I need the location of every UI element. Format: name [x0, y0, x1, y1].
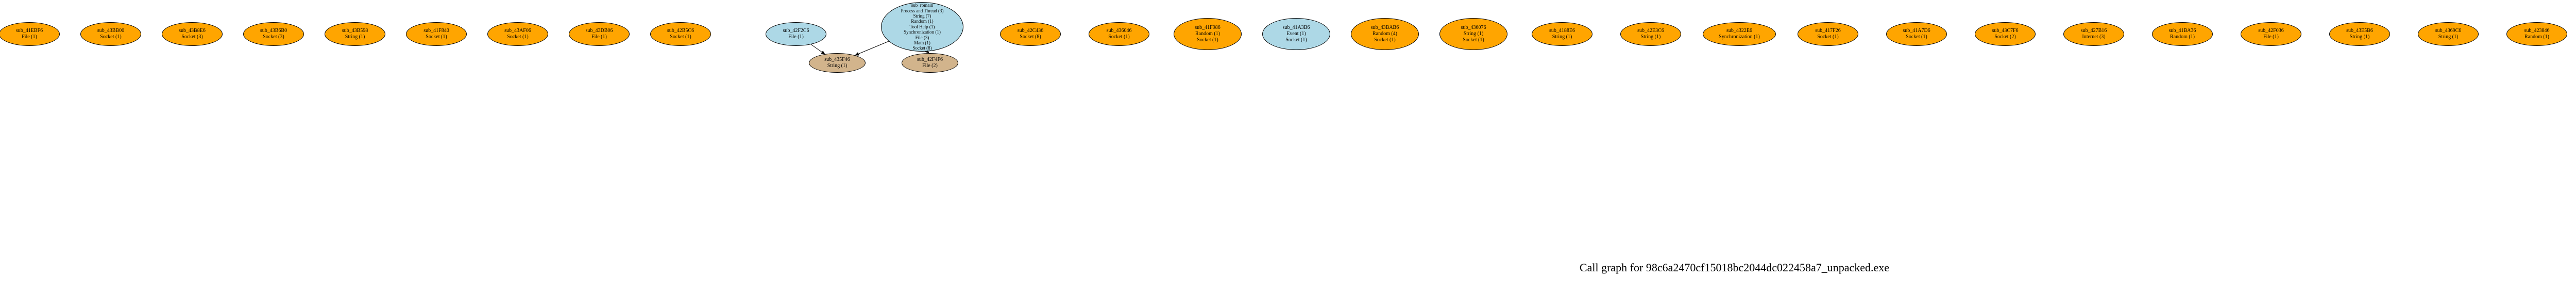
node-label: sub_42F2C6 File (1): [783, 28, 809, 40]
node-sub_427B16: sub_427B16 Internet (3): [2063, 22, 2124, 46]
node-label: sub_42C436 Socket (8): [1017, 28, 1044, 40]
node-label: sub_42F036 File (1): [2258, 28, 2284, 40]
node-label: sub_41A3B6 Event (1) Socket (1): [1282, 25, 1310, 43]
node-sub_41A3B6: sub_41A3B6 Event (1) Socket (1): [1262, 18, 1330, 50]
node-sub_41EBF6: sub_41EBF6 File (1): [0, 22, 60, 46]
node-sub_43BB00: sub_43BB00 Socket (1): [80, 22, 141, 46]
node-sub_43BAB6: sub_43BAB6 Random (4) Socket (1): [1351, 18, 1419, 50]
node-label: sub_435F46 String (1): [824, 57, 850, 69]
node-sub_43DB06: sub_43DB06 File (1): [569, 22, 630, 46]
node-label: sub_43B6B0 Socket (3): [260, 28, 287, 40]
node-sub_41BA36: sub_41BA36 Random (1): [2152, 22, 2213, 46]
node-sub_423846: sub_423846 Random (1): [2506, 22, 2567, 46]
node-sub_417F26: sub_417F26 Socket (1): [1798, 22, 1858, 46]
node-label: sub_42F4F6 File (2): [917, 57, 943, 69]
node-sub_43B598: sub_43B598 String (1): [325, 22, 385, 46]
node-label: sub_41BA36 Random (1): [2168, 28, 2196, 40]
node-sub_42E3C6: sub_42E3C6 String (1): [1620, 22, 1681, 46]
node-sub_42C436: sub_42C436 Socket (8): [1000, 22, 1061, 46]
node-sub_43B6B0: sub_43B6B0 Socket (3): [243, 22, 304, 46]
node-label: sub_417F26 Socket (1): [1815, 28, 1841, 40]
node-sub_43E5B6: sub_43E5B6 String (1): [2329, 22, 2390, 46]
node-label: sub_43E5B6 String (1): [2346, 28, 2373, 40]
node-label: sub_4369C6 String (1): [2435, 28, 2462, 40]
node-sub_435F46: sub_435F46 String (1): [809, 53, 866, 73]
node-label: sub_42E3C6 String (1): [1637, 28, 1664, 40]
node-label: sub_41A7D6 Socket (1): [1903, 28, 1930, 40]
node-sub_436076: sub_436076 String (1) Socket (1): [1439, 18, 1507, 50]
node-label: sub_436076 String (1) Socket (1): [1461, 25, 1486, 43]
node-label: sub_436046 Socket (1): [1106, 28, 1132, 40]
node-sub_43B8E6: sub_43B8E6 Socket (3): [162, 22, 223, 46]
node-label: sub_43BAB6 Random (4) Socket (1): [1370, 25, 1399, 43]
node-sub_4322E6: sub_4322E6 Synchronization (1): [1703, 22, 1776, 46]
node-sub_41A7D6: sub_41A7D6 Socket (1): [1886, 22, 1947, 46]
node-label: sub_41EBF6 File (1): [15, 28, 43, 40]
edge-42F2C6-435F46: [810, 44, 825, 55]
node-sub_42F2C6: sub_42F2C6 File (1): [766, 22, 826, 46]
graph-title: Call graph for 98c6a2470cf15018bc2044dc0…: [1579, 261, 1890, 274]
node-sub_42B5C6: sub_42B5C6 Socket (1): [650, 22, 711, 46]
node-sub_43AF06: sub_43AF06 Socket (1): [487, 22, 548, 46]
node-label: sub_4188E6 String (1): [1549, 28, 1575, 40]
node-label: sub_42B5C6 Socket (1): [667, 28, 694, 40]
node-label: sub_41F986 Random (1) Socket (1): [1195, 25, 1221, 43]
node-sub_42F036: sub_42F036 File (1): [2241, 22, 2301, 46]
node-sub_4188E6: sub_4188E6 String (1): [1532, 22, 1592, 46]
node-sub_43C7F6: sub_43C7F6 Socket (2): [1975, 22, 2036, 46]
node-label: sub_43DB06 File (1): [585, 28, 613, 40]
node-label: sub_romain Process and Thread (3) String…: [901, 3, 944, 51]
node-sub_42F4F6: sub_42F4F6 File (2): [902, 53, 958, 73]
node-label: sub_4322E6 Synchronization (1): [1719, 28, 1760, 40]
node-label: sub_423846 Random (1): [2524, 28, 2550, 40]
node-sub_4369C6: sub_4369C6 String (1): [2418, 22, 2479, 46]
node-sub_41F986: sub_41F986 Random (1) Socket (1): [1174, 18, 1242, 50]
node-label: sub_427B16 Internet (3): [2080, 28, 2107, 40]
node-sub_436046: sub_436046 Socket (1): [1089, 22, 1149, 46]
node-sub_41F840: sub_41F840 Socket (1): [406, 22, 467, 46]
node-sub_romain: sub_romain Process and Thread (3) String…: [881, 2, 963, 52]
node-label: sub_43C7F6 Socket (2): [1992, 28, 2019, 40]
edge-romain-435F46: [855, 41, 889, 56]
node-label: sub_43BB00 Socket (1): [97, 28, 125, 40]
node-label: sub_43B8E6 Socket (3): [179, 28, 206, 40]
node-label: sub_43AF06 Socket (1): [504, 28, 531, 40]
node-label: sub_43B598 String (1): [342, 28, 368, 40]
node-label: sub_41F840 Socket (1): [423, 28, 449, 40]
